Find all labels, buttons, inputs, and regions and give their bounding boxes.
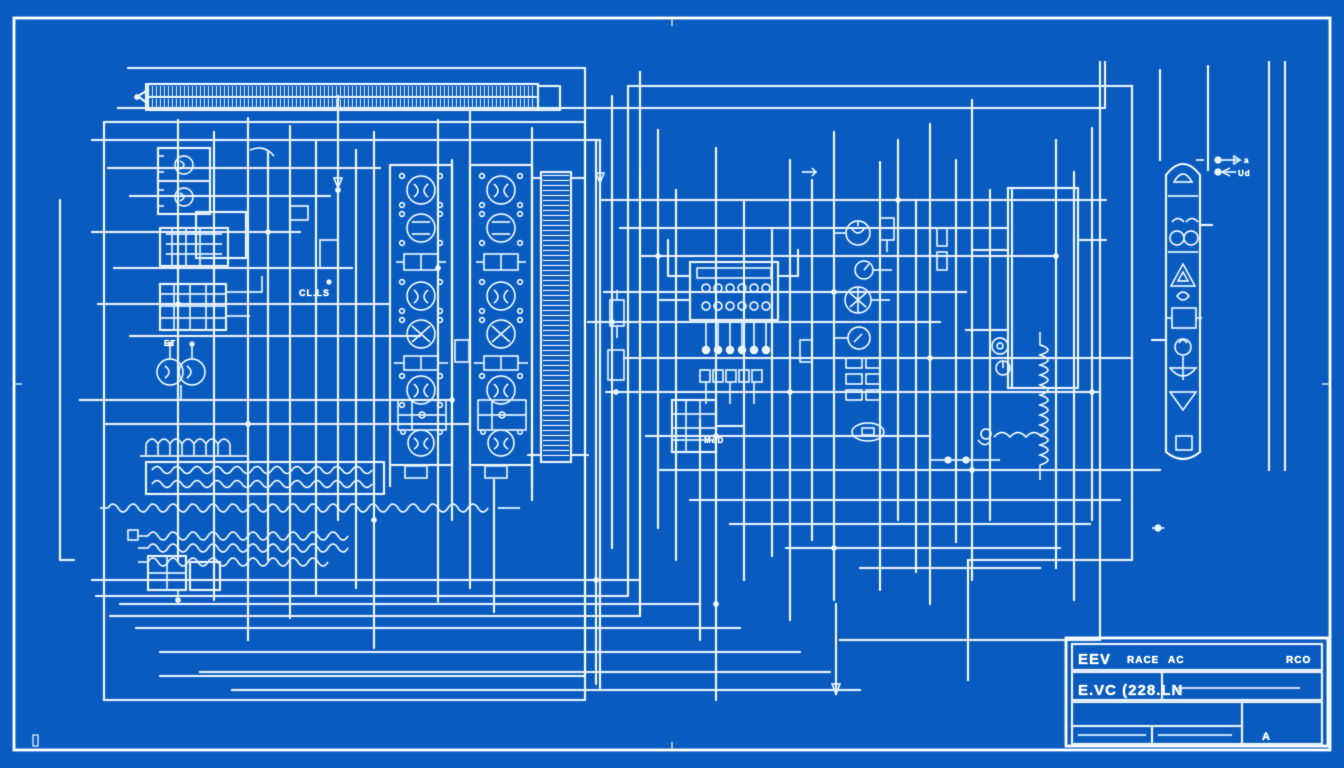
ic-leads: [699, 320, 770, 404]
vertical-coil-winding: [930, 332, 1049, 480]
callout-left-low: ET: [164, 339, 176, 348]
title-block-row2: [1071, 701, 1323, 745]
signal-arrows: [333, 159, 1204, 696]
revision-label: A: [1262, 731, 1271, 743]
title-cell-race: RACE: [1127, 655, 1159, 666]
hatched-bus-bar: [134, 83, 561, 111]
component-panel-left: [389, 164, 453, 487]
title-block-row0: [1071, 643, 1323, 671]
integrated-circuit-block: [659, 239, 799, 404]
sheet-border: [12, 16, 1332, 752]
right-tall-block: [965, 187, 1107, 389]
wiring-bus-horizontal: [79, 167, 1161, 691]
junction-dots: [175, 187, 1095, 607]
title-cell-rco: RCO: [1286, 655, 1311, 666]
terminal-label-2: Ud: [1238, 169, 1251, 178]
title-block-row1: [1071, 671, 1323, 701]
left-instrument-cluster: [147, 147, 263, 605]
terminal-label-1: a: [1244, 156, 1249, 165]
panel-left-parts: [394, 173, 448, 457]
callout-left-mid: CL.LS: [299, 288, 330, 298]
pin-row-left-2: [160, 284, 226, 330]
wiring-bus-vertical: [177, 95, 1093, 701]
horizontal-resistor-bank: [100, 438, 520, 567]
title-block: EEV RACE AC RCO E.VC (228.LN A: [1064, 636, 1330, 748]
vertical-fin-stack: [527, 171, 589, 463]
panel-right-parts: [474, 173, 528, 457]
title-cell-ac: AC: [1168, 655, 1184, 666]
pin-row-left: [166, 228, 222, 266]
title-cell-eev: EEV: [1078, 651, 1111, 668]
vertical-symbol-stack: [1151, 163, 1213, 460]
right-terminal-arrows: a Ud: [1152, 154, 1251, 532]
drawing-code: E.VC (228.LN: [1078, 682, 1183, 699]
